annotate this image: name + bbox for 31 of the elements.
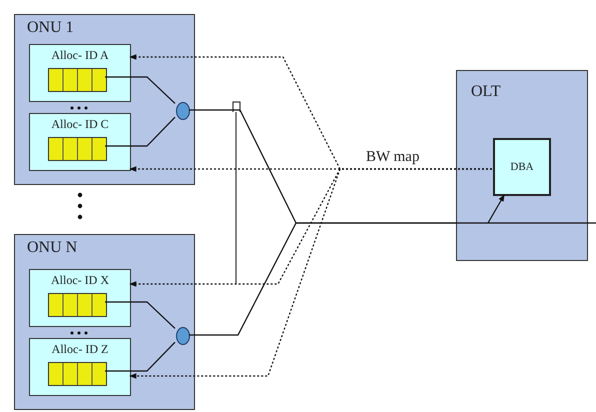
node-title: ONU 1	[27, 19, 74, 37]
node-title: OLT	[471, 83, 501, 101]
queue-drawing	[48, 293, 107, 317]
onu-box	[14, 234, 195, 410]
node-title: ONU N	[27, 239, 78, 257]
dba-box	[493, 138, 551, 196]
alloc-id-box	[29, 113, 131, 171]
scheduler-ellipse	[176, 327, 190, 345]
queue-drawing	[48, 137, 107, 161]
dotted-arrow	[129, 168, 492, 379]
onu-box	[14, 14, 195, 185]
connector-line	[189, 222, 456, 336]
alloc-id-box	[29, 269, 131, 327]
arrow	[487, 194, 505, 224]
alloc-id-box	[29, 44, 131, 102]
dba-label: DBA	[510, 161, 534, 173]
alloc-id-label: Alloc- ID A	[50, 48, 110, 63]
alloc-id-label: Alloc- ID Z	[50, 342, 110, 357]
queue-drawing	[48, 362, 107, 386]
alloc-id-label: Alloc- ID X	[50, 273, 110, 288]
connector-line	[105, 342, 176, 372]
signal-label: BW map	[366, 149, 420, 166]
connector-line	[105, 301, 176, 329]
connector-line	[455, 222, 596, 224]
queue-drawing	[48, 68, 107, 92]
alloc-id-label: Alloc- ID C	[50, 117, 110, 132]
olt-box	[456, 70, 588, 261]
connector-line	[105, 76, 176, 104]
scheduler-ellipse	[176, 102, 190, 120]
connector-line	[105, 116, 176, 147]
alloc-id-box	[29, 338, 131, 396]
